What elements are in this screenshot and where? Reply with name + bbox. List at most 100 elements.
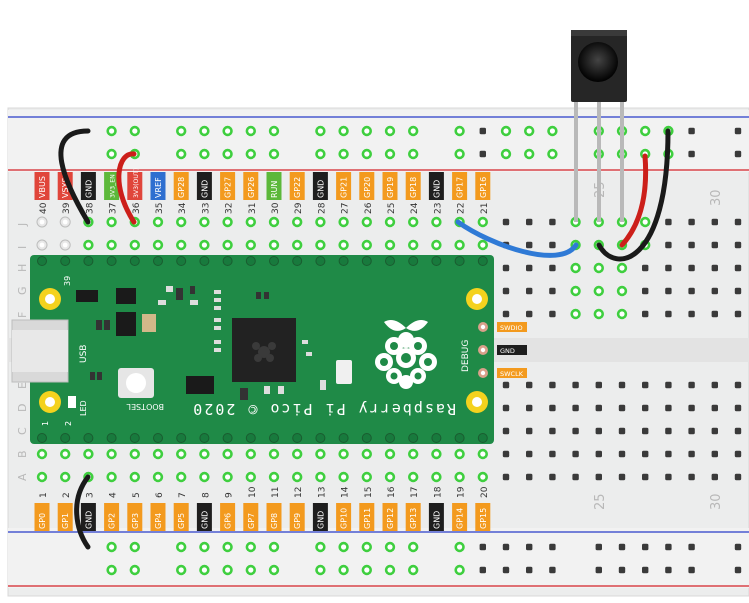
breadboard-hole[interactable] [549,427,556,435]
breadboard-hole[interactable] [734,427,742,435]
breadboard-hole[interactable] [711,427,718,435]
breadboard-hole[interactable] [595,450,602,458]
breadboard-hole[interactable] [618,427,626,435]
breadboard-hole[interactable] [688,381,695,389]
breadboard-hole[interactable] [595,427,602,435]
breadboard-hole[interactable] [642,264,649,272]
rail-hole[interactable] [479,150,486,158]
breadboard-hole[interactable] [502,404,510,412]
rail-hole[interactable] [734,566,742,574]
wire-red-ir-vcc[interactable] [619,153,649,248]
rail-hole[interactable] [665,543,672,551]
breadboard-hole[interactable] [665,310,672,318]
rail-hole[interactable] [688,150,695,158]
breadboard-hole[interactable] [618,450,626,458]
rail-hole[interactable] [526,566,533,574]
breadboard-hole[interactable] [642,287,649,295]
breadboard-hole[interactable] [711,264,718,272]
rail-hole[interactable] [479,566,486,574]
rail-hole[interactable] [688,566,695,574]
rail-hole[interactable] [549,543,556,551]
breadboard-hole[interactable] [711,241,718,249]
breadboard-hole[interactable] [665,473,672,481]
breadboard-hole[interactable] [549,241,556,249]
breadboard-hole[interactable] [665,450,672,458]
breadboard-hole[interactable] [502,473,510,481]
breadboard-hole[interactable] [665,404,672,412]
rail-hole[interactable] [688,543,695,551]
breadboard-hole[interactable] [665,241,672,249]
rail-hole[interactable] [618,566,626,574]
breadboard-hole[interactable] [549,473,556,481]
breadboard-hole[interactable] [526,241,533,249]
ir-receiver[interactable] [571,30,627,222]
breadboard-hole[interactable] [711,381,718,389]
breadboard-hole[interactable] [526,427,533,435]
breadboard-hole[interactable] [502,287,510,295]
wire-blue-signal[interactable] [455,219,579,258]
breadboard-hole[interactable] [711,287,718,295]
breadboard-hole[interactable] [595,381,602,389]
breadboard-hole[interactable] [711,450,718,458]
rail-hole[interactable] [642,566,649,574]
breadboard-hole[interactable] [688,218,695,226]
breadboard-hole[interactable] [642,310,649,318]
breadboard-hole[interactable] [734,264,742,272]
breadboard-hole[interactable] [526,381,533,389]
breadboard-hole[interactable] [734,241,742,249]
rail-hole[interactable] [479,127,486,135]
rail-hole[interactable] [526,543,533,551]
wire-black-gnd-top[interactable] [58,128,91,225]
breadboard-hole[interactable] [642,450,649,458]
rail-hole[interactable] [502,543,510,551]
breadboard-hole[interactable] [526,473,533,481]
breadboard-hole[interactable] [618,404,626,412]
breadboard-hole[interactable] [618,381,626,389]
breadboard-hole[interactable] [711,218,718,226]
breadboard-hole[interactable] [688,427,695,435]
breadboard-hole[interactable] [549,264,556,272]
breadboard-hole[interactable] [688,310,695,318]
breadboard-hole[interactable] [734,287,742,295]
rail-hole[interactable] [595,543,602,551]
rail-hole[interactable] [688,127,695,135]
breadboard-hole[interactable] [572,427,579,435]
breadboard-hole[interactable] [549,381,556,389]
breadboard-hole[interactable] [549,404,556,412]
breadboard-hole[interactable] [688,241,695,249]
breadboard-hole[interactable] [502,427,510,435]
breadboard-hole[interactable] [526,218,533,226]
breadboard-hole[interactable] [549,450,556,458]
breadboard-hole[interactable] [665,218,672,226]
rail-hole[interactable] [595,566,602,574]
breadboard-hole[interactable] [572,450,579,458]
breadboard-hole[interactable] [734,473,742,481]
breadboard-hole[interactable] [642,404,649,412]
breadboard-hole[interactable] [526,310,533,318]
rail-hole[interactable] [479,543,486,551]
breadboard-hole[interactable] [688,450,695,458]
breadboard-hole[interactable] [665,264,672,272]
breadboard-hole[interactable] [711,310,718,318]
rail-hole[interactable] [642,543,649,551]
wire-red-3v3-top[interactable] [116,151,137,225]
breadboard-hole[interactable] [549,287,556,295]
breadboard-hole[interactable] [526,404,533,412]
breadboard-hole[interactable] [572,381,579,389]
breadboard-hole[interactable] [688,404,695,412]
breadboard-hole[interactable] [618,473,626,481]
breadboard-hole[interactable] [688,287,695,295]
rail-hole[interactable] [734,150,742,158]
breadboard-hole[interactable] [665,287,672,295]
breadboard-hole[interactable] [734,381,742,389]
wire-black-ir-gnd[interactable] [596,128,671,262]
breadboard-hole[interactable] [688,264,695,272]
rail-hole[interactable] [549,566,556,574]
breadboard-hole[interactable] [502,310,510,318]
breadboard-hole[interactable] [711,404,718,412]
breadboard-hole[interactable] [734,404,742,412]
breadboard-hole[interactable] [526,264,533,272]
pico-board[interactable]: USB [11,255,494,444]
breadboard-hole[interactable] [572,404,579,412]
breadboard-hole[interactable] [595,404,602,412]
